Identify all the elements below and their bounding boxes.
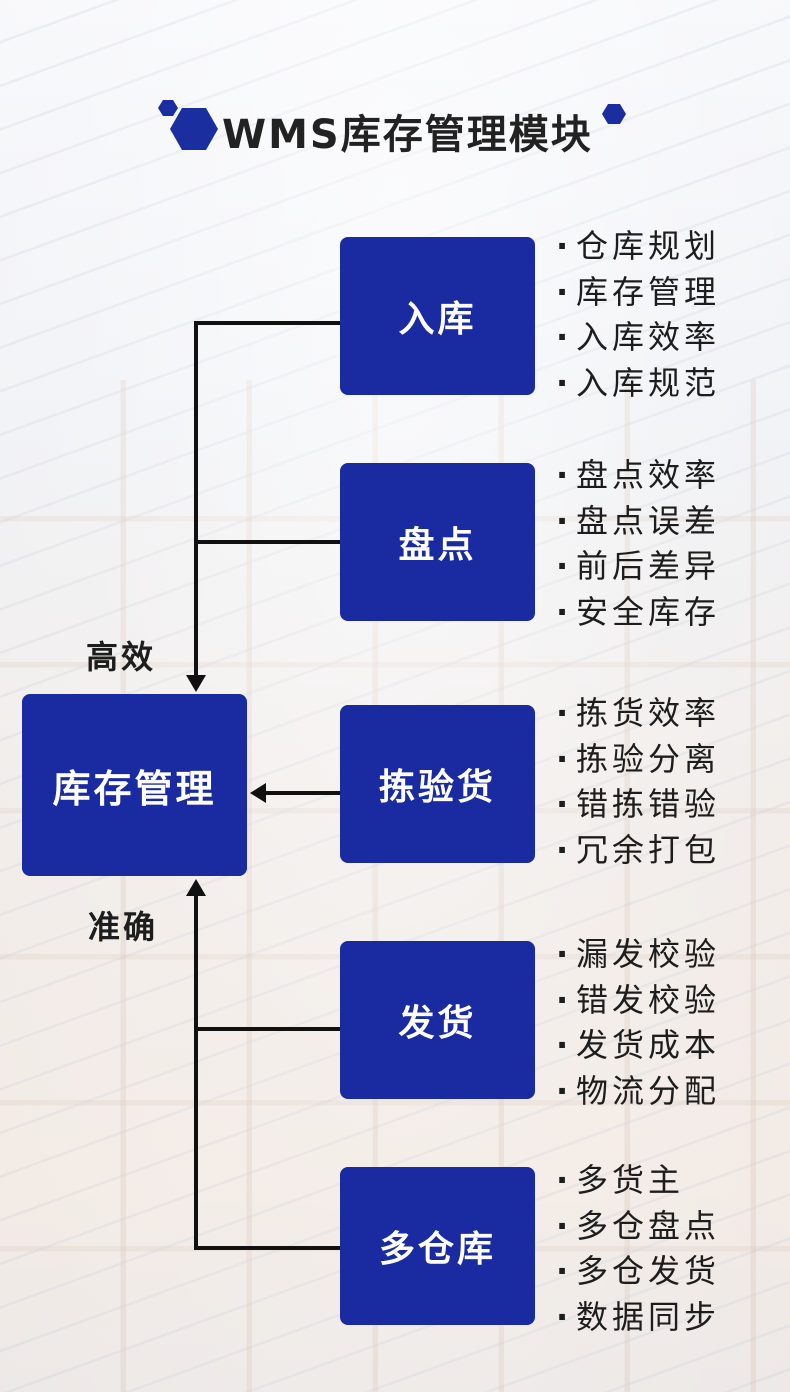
module-box-jianyanhuo: 拣验货 <box>340 705 535 863</box>
arrow-down-head <box>186 675 206 692</box>
title-banner: WMS库存管理模块 <box>0 96 790 162</box>
bullet: · <box>556 1297 573 1336</box>
bullet: · <box>556 272 573 311</box>
bullet: · <box>556 935 573 973</box>
list-item: ·多仓发货 <box>556 1249 786 1295</box>
list-item: ·前后差异 <box>556 544 786 590</box>
list-item: ·仓库规划 <box>556 224 786 270</box>
items-list-ruku: ·仓库规划 ·库存管理 ·入库效率 ·入库规范 <box>556 224 786 406</box>
label-accurate: 准确 <box>88 908 159 946</box>
bullet: · <box>556 363 573 402</box>
list-item: ·物流分配 <box>556 1069 786 1115</box>
bullet: · <box>556 501 573 540</box>
arrow-left-head <box>250 783 266 803</box>
list-item: ·入库规范 <box>556 361 786 407</box>
hexagon-large-left-icon <box>170 108 218 150</box>
bullet: · <box>556 592 573 631</box>
bullet: · <box>556 830 573 869</box>
hexagon-small-right-icon <box>602 104 626 124</box>
list-item: ·入库效率 <box>556 315 786 361</box>
bullet: · <box>556 318 573 356</box>
page-title: WMS库存管理模块 <box>222 112 593 158</box>
bullet: · <box>556 785 573 823</box>
list-item: ·多仓盘点 <box>556 1204 786 1250</box>
list-item: ·漏发校验 <box>556 932 786 978</box>
bullet: · <box>556 1206 573 1245</box>
bullet: · <box>556 456 573 494</box>
bullet: · <box>556 227 573 265</box>
list-item: ·错发校验 <box>556 978 786 1024</box>
bullet: · <box>556 980 573 1019</box>
bullet: · <box>556 694 573 732</box>
hexagon-small-left-icon <box>158 100 178 116</box>
module-box-fahuo: 发货 <box>340 941 535 1099</box>
bullet: · <box>556 1161 573 1199</box>
items-list-fahuo: ·漏发校验 ·错发校验 ·发货成本 ·物流分配 <box>556 932 786 1114</box>
list-item: ·拣货效率 <box>556 691 786 737</box>
list-item: ·库存管理 <box>556 270 786 316</box>
list-item: ·盘点误差 <box>556 499 786 545</box>
bullet: · <box>556 739 573 778</box>
list-item: ·数据同步 <box>556 1295 786 1341</box>
list-item: ·多货主 <box>556 1158 786 1204</box>
items-list-jianyanhuo: ·拣货效率 ·拣验分离 ·错拣错验 ·冗余打包 <box>556 691 786 873</box>
central-box-inventory-management: 库存管理 <box>22 694 247 876</box>
list-item: ·发货成本 <box>556 1023 786 1069</box>
list-item: ·冗余打包 <box>556 828 786 874</box>
list-item: ·盘点效率 <box>556 453 786 499</box>
items-list-pandian: ·盘点效率 ·盘点误差 ·前后差异 ·安全库存 <box>556 453 786 635</box>
bullet: · <box>556 1252 573 1290</box>
bullet: · <box>556 547 573 585</box>
module-box-pandian: 盘点 <box>340 463 535 621</box>
items-list-duocangku: ·多货主 ·多仓盘点 ·多仓发货 ·数据同步 <box>556 1158 786 1340</box>
list-item: ·拣验分离 <box>556 737 786 783</box>
module-box-ruku: 入库 <box>340 237 535 395</box>
list-item: ·错拣错验 <box>556 782 786 828</box>
module-box-duocangku: 多仓库 <box>340 1167 535 1325</box>
bullet: · <box>556 1026 573 1064</box>
list-item: ·安全库存 <box>556 590 786 636</box>
label-efficient: 高效 <box>86 638 157 676</box>
arrow-up-head <box>186 879 206 896</box>
bullet: · <box>556 1071 573 1110</box>
